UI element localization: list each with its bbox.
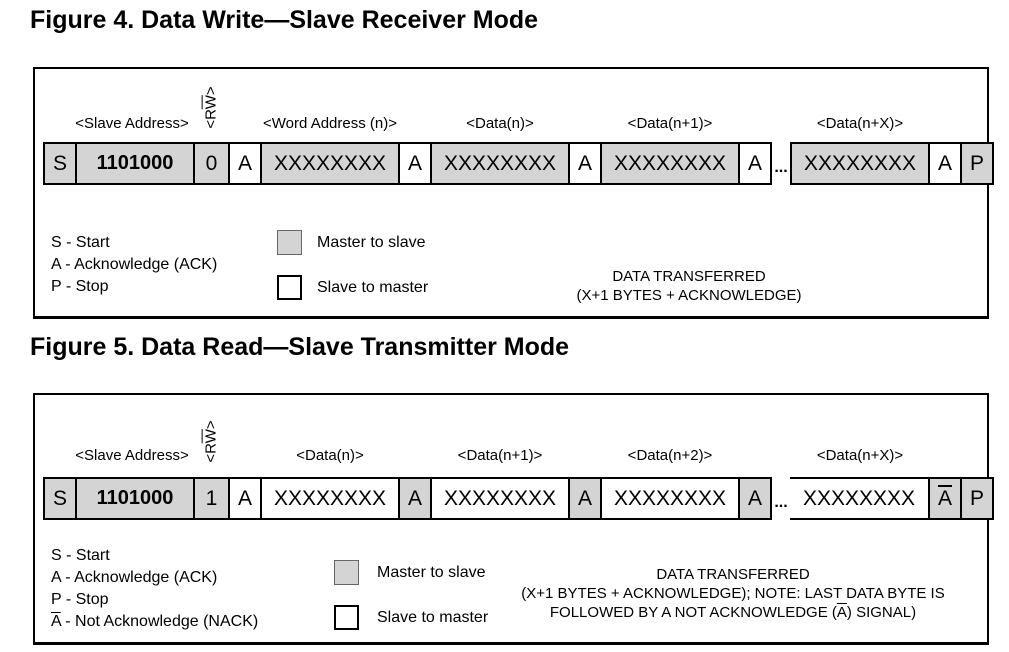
cell-slave-address: 1101000 (75, 477, 195, 520)
label-data-n1: <Data(n+1)> (457, 447, 543, 464)
cell-data-byte: XXXXXXXX (430, 477, 570, 520)
label-data-n: <Data(n)> (296, 447, 364, 464)
cell-start: S (43, 142, 77, 185)
cell-data-byte: XXXXXXXX (790, 142, 930, 185)
cell-ack: A (738, 477, 772, 520)
cell-nack: A (928, 477, 962, 520)
master-swatch-label: Master to slave (317, 234, 426, 251)
label-data-n1: <Data(n+1)> (627, 115, 713, 132)
cell-ack: A (738, 142, 772, 185)
rw-bit-label: <RW> (193, 75, 229, 139)
cell-rw-bit: 1 (193, 477, 230, 520)
figure4-title: Figure 4. Data Write—Slave Receiver Mode (30, 6, 539, 34)
master-swatch-label: Master to slave (377, 564, 486, 581)
label-data-n2: <Data(n+2)> (627, 447, 713, 464)
ellipsis: ... (774, 494, 788, 511)
slave-swatch (334, 605, 359, 630)
legend: S - Start A - Acknowledge (ACK) P - Stop (51, 232, 217, 298)
master-swatch (277, 230, 302, 255)
cell-ack: A (398, 477, 432, 520)
figure5-diagram: <RW> <Slave Address> <Data(n)> <Data(n+1… (33, 393, 994, 645)
cell-ack: A (568, 477, 602, 520)
label-data-n: <Data(n)> (466, 115, 534, 132)
legend-start: S - Start (51, 547, 110, 564)
cell-start: S (43, 477, 77, 520)
slave-swatch-label: Slave to master (377, 609, 489, 626)
label-word-address: <Word Address (n)> (263, 115, 397, 132)
cell-stop: P (960, 142, 994, 185)
legend-start: S - Start (51, 234, 110, 251)
legend: S - Start A - Acknowledge (ACK) P - Stop… (51, 545, 258, 633)
label-data-nx: <Data(n+X)> (816, 447, 904, 464)
master-swatch (334, 560, 359, 585)
legend-stop: P - Stop (51, 591, 109, 608)
cell-slave-address: 1101000 (75, 142, 195, 185)
data-transferred-note: DATA TRANSFERRED (X+1 BYTES + ACKNOWLEDG… (576, 268, 802, 304)
cell-ack: A (398, 142, 432, 185)
cell-data-byte: XXXXXXXX (260, 142, 400, 185)
cell-ack: A (228, 142, 262, 185)
label-data-nx: <Data(n+X)> (816, 115, 904, 132)
cell-stop: P (960, 477, 994, 520)
figure4-diagram: <RW> <Slave Address> <Word Address (n)> … (33, 67, 994, 319)
label-slave-address: <Slave Address> (75, 447, 189, 464)
cell-ack: A (928, 142, 962, 185)
cell-data-byte: XXXXXXXX (260, 477, 400, 520)
legend-ack: A - Acknowledge (ACK) (51, 569, 218, 586)
legend-nack: A - Not Acknowledge (NACK) (51, 613, 259, 630)
cell-data-byte: XXXXXXXX (600, 142, 740, 185)
figure5-title: Figure 5. Data Read—Slave Transmitter Mo… (30, 333, 570, 361)
slave-swatch (277, 275, 302, 300)
cell-ack: A (568, 142, 602, 185)
cell-ack: A (228, 477, 262, 520)
data-transferred-note: DATA TRANSFERRED (X+1 BYTES + ACKNOWLEDG… (521, 566, 945, 621)
slave-swatch-label: Slave to master (317, 279, 429, 296)
cell-data-byte: XXXXXXXX (600, 477, 740, 520)
label-slave-address: <Slave Address> (75, 115, 189, 132)
rw-bit-label-text: <RW> (202, 85, 220, 129)
legend-ack: A - Acknowledge (ACK) (51, 256, 218, 273)
cell-rw-bit: 0 (193, 142, 230, 185)
rw-bit-label: <RW> (193, 409, 229, 473)
cell-data-byte: XXXXXXXX (790, 477, 930, 520)
rw-bit-label-text: <RW> (202, 419, 220, 463)
cell-data-byte: XXXXXXXX (430, 142, 570, 185)
legend-stop: P - Stop (51, 278, 109, 295)
ellipsis: ... (774, 159, 788, 176)
